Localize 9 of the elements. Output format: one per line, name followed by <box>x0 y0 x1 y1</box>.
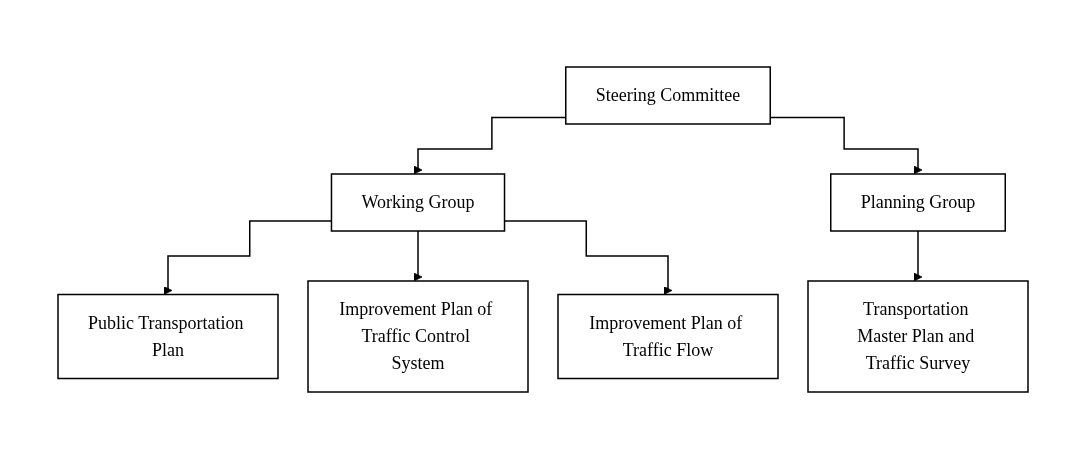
arrow <box>913 230 923 282</box>
node-box: Improvement Plan of Traffic Flow <box>557 293 779 380</box>
node-box: Working Group <box>330 173 506 232</box>
node-box: Public Transportation Plan <box>57 293 279 380</box>
node-box: Planning Group <box>830 173 1006 232</box>
arrow <box>413 230 423 282</box>
node-box: Transportation Master Plan and Traffic Survey <box>807 280 1029 393</box>
node-box: Steering Committee <box>565 66 771 125</box>
node-box: Improvement Plan of Traffic Control System <box>307 280 529 393</box>
